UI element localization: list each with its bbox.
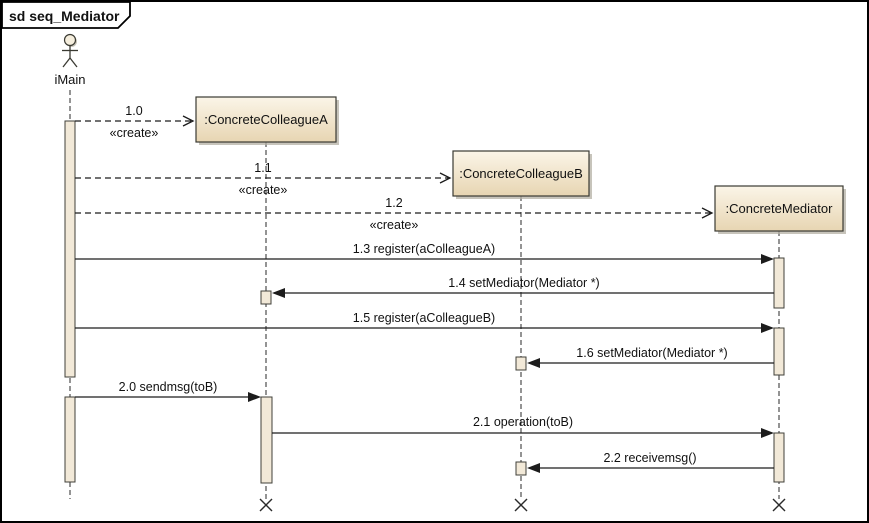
activation-square-colleaguea-1	[260, 290, 272, 305]
message-label-1-6[interactable]: 1.6 setMediator(Mediator *)	[576, 346, 727, 360]
activation-bar-mediator-1	[773, 257, 785, 309]
message-label-2-0[interactable]: 2.0 sendmsg(toB)	[119, 380, 218, 394]
frame-title-text: sd seq_Mediator	[9, 8, 120, 24]
message-label-1-1[interactable]: 1.1	[254, 161, 271, 175]
message-label-1-2[interactable]: 1.2	[385, 196, 402, 210]
message-label-2-1[interactable]: 2.1 operation(toB)	[473, 415, 573, 429]
message-stereotype-1-1: «create»	[239, 183, 288, 197]
object-box-concretemediator[interactable]	[714, 185, 844, 232]
activation-bar-mediator-2	[773, 327, 785, 376]
actor-label: iMain	[54, 72, 85, 87]
message-label-1-5[interactable]: 1.5 register(aColleagueB)	[353, 311, 495, 325]
activation-square-colleagueb-2	[515, 461, 527, 476]
activation-bar-imain-1	[64, 120, 76, 378]
object-box-concretecolleagueb[interactable]	[452, 150, 590, 197]
object-label-concretecolleagueb: :ConcreteColleagueB	[459, 166, 583, 181]
object-label-concretemediator: :ConcreteMediator	[726, 201, 834, 216]
frame-title-tab: sd seq_Mediator	[1, 1, 131, 29]
destruction-x-icon-colleaguea	[259, 498, 273, 512]
message-stereotype-1-0: «create»	[110, 126, 159, 140]
message-label-1-4[interactable]: 1.4 setMediator(Mediator *)	[448, 276, 599, 290]
activation-bar-colleaguea-2	[260, 396, 273, 484]
activation-bar-mediator-3	[773, 432, 785, 483]
actor-imain[interactable]: iMain	[54, 33, 86, 88]
activation-square-colleagueb-1	[515, 356, 527, 371]
message-label-1-3[interactable]: 1.3 register(aColleagueA)	[353, 242, 495, 256]
message-stereotype-1-2: «create»	[370, 218, 419, 232]
message-label-1-0[interactable]: 1.0	[125, 104, 142, 118]
object-box-concretecolleaguea[interactable]	[195, 96, 337, 143]
actor-head	[63, 33, 77, 47]
destruction-x-icon-colleagueb	[514, 498, 528, 512]
activation-bar-imain-2	[64, 396, 76, 483]
object-label-concretecolleaguea: :ConcreteColleagueA	[204, 112, 328, 127]
destruction-x-icon-mediator	[772, 498, 786, 512]
message-label-2-2[interactable]: 2.2 receivemsg()	[603, 451, 696, 465]
